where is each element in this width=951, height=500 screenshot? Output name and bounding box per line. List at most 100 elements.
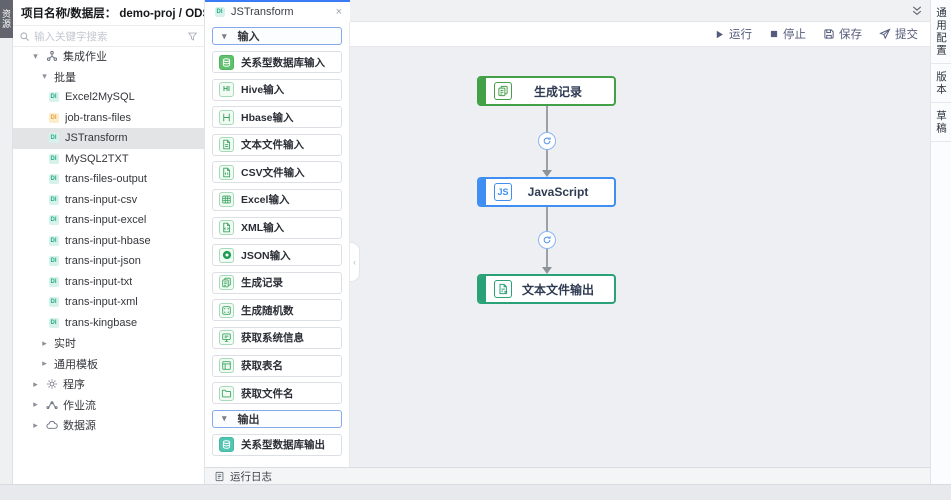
pal-db-icon (219, 437, 234, 453)
save-button[interactable]: 保存 (823, 26, 862, 42)
pal-sysinfo-icon (219, 330, 234, 346)
palette-item[interactable]: 关系型数据库输出 (212, 433, 342, 456)
tab-close-icon[interactable]: × (335, 5, 342, 18)
tree-caret-icon: ▸ (33, 399, 38, 410)
tree-item-trans-files-output[interactable]: DI trans-files-output (13, 169, 204, 190)
tree-item-label: 数据源 (63, 420, 96, 433)
tree-item-trans-input-json[interactable]: DI trans-input-json (13, 251, 204, 272)
tree-group-job-flows[interactable]: ▸ 作业流 (13, 395, 204, 416)
pal-tablename-icon (219, 358, 234, 374)
tree-item-trans-input-hbase[interactable]: DI trans-input-hbase (13, 231, 204, 252)
badge-teal-icon: DI (48, 153, 59, 164)
palette-item[interactable]: 文本文件输入 (212, 133, 342, 156)
tree-item-trans-input-csv[interactable]: DI trans-input-csv (13, 190, 204, 211)
tree-item-label: 实时 (54, 338, 76, 351)
palette-item[interactable]: 生成随机数 (212, 299, 342, 322)
tree-group-programs[interactable]: ▸ 程序 (13, 374, 204, 395)
badge-teal-icon: DI (48, 297, 59, 308)
tree-item-trans-input-txt[interactable]: DI trans-input-txt (13, 272, 204, 293)
resources-rail-tab[interactable]: 资源 (0, 0, 13, 38)
tree-item-label: 程序 (63, 379, 85, 392)
badge-teal-icon: DI (48, 256, 59, 267)
tab-jstransform[interactable]: DI JSTransform × (205, 0, 350, 22)
tree-group-batch[interactable]: ▾ 批量 (13, 67, 204, 88)
right-rail-tab-label: 通用配置 (935, 7, 948, 57)
tree-item-excel2mysql[interactable]: DI Excel2MySQL (13, 87, 204, 108)
hop-badge-icon[interactable] (537, 231, 556, 249)
badge-teal-icon: DI (48, 194, 59, 205)
node-doc-copy-icon (494, 82, 512, 100)
search-input[interactable]: 输入关键字搜索 (13, 26, 204, 47)
node-text-file-output[interactable]: 文本文件输出 (477, 274, 616, 304)
palette-item[interactable]: 关系型数据库输入 (212, 51, 342, 73)
tree-item-jstransform[interactable]: DI JSTransform (13, 128, 204, 149)
tree-group-realtime[interactable]: ▸ 实时 (13, 333, 204, 354)
palette-item-label: 获取表名 (241, 360, 283, 373)
palette-item[interactable]: HI Hive输入 (212, 78, 342, 101)
tree-item-mysql2txt[interactable]: DI MySQL2TXT (13, 149, 204, 170)
sidebar: 项目名称/数据层： demo-proj / ODS 输入关键字搜索 ▾ 集成作业… (13, 0, 205, 484)
toolbar-button-label: 提交 (895, 29, 918, 41)
tree-item-label: trans-input-excel (65, 214, 147, 227)
tree-item-trans-kingbase[interactable]: DI trans-kingbase (13, 313, 204, 334)
tree-group-data-sources[interactable]: ▸ 数据源 (13, 415, 204, 436)
submit-button[interactable]: 提交 (879, 26, 918, 42)
badge-teal-icon: DI (48, 317, 59, 328)
tree-item-trans-input-excel[interactable]: DI trans-input-excel (13, 210, 204, 231)
step-palette: ▾ 输入 关系型数据库输入 HI Hive输入 Hbase输入 文本文件输入 (205, 22, 350, 467)
palette-item-label: XML输入 (241, 222, 285, 235)
palette-item[interactable]: XML输入 (212, 216, 342, 239)
palette-section-input[interactable]: ▾ 输入 (212, 27, 342, 45)
canvas-toolbar: 运行 停止 保存 提交 (350, 22, 930, 47)
badge-teal-icon: DI (48, 92, 59, 103)
palette-item[interactable]: 生成记录 (212, 271, 342, 294)
pal-doc-icon (219, 137, 234, 153)
palette-item[interactable]: 获取表名 (212, 354, 342, 377)
pal-csv-icon (219, 164, 234, 180)
palette-item-label: Hive输入 (241, 84, 285, 97)
palette-item[interactable]: 获取文件名 (212, 382, 342, 405)
palette-section-output[interactable]: ▾ 输出 (212, 409, 342, 428)
tree-caret-icon: ▸ (33, 378, 38, 389)
run-button[interactable]: 运行 (714, 26, 752, 42)
hop-badge-icon[interactable] (537, 132, 556, 150)
job-tree: ▾ 集成作业 ▾ 批量 DI Excel2MySQL DI job-trans-… (13, 46, 204, 484)
tree-item-label: 通用模板 (54, 358, 98, 371)
palette-collapse-handle[interactable]: ‹ (350, 242, 360, 282)
stop-button[interactable]: 停止 (769, 26, 806, 42)
tree-item-label: 作业流 (63, 399, 96, 412)
log-doc-icon (214, 471, 225, 482)
flow-canvas[interactable]: 生成记录 JS JavaScript 文本文件输出 (350, 47, 930, 467)
run-log-bar[interactable]: 运行日志 (205, 467, 930, 484)
tab-draft[interactable]: 草稿 (931, 103, 951, 142)
palette-item[interactable]: Excel输入 (212, 188, 342, 211)
tab-version[interactable]: 版本 (931, 64, 951, 103)
pal-hive-icon: HI (219, 82, 234, 98)
palette-item[interactable]: 获取系统信息 (212, 326, 342, 349)
tree-caret-icon: ▾ (33, 50, 38, 61)
gear-icon (45, 378, 58, 391)
node-js-icon: JS (494, 183, 512, 201)
node-label: JavaScript (527, 185, 589, 199)
right-rail: 通用配置 版本 草稿 (930, 0, 951, 484)
node-generate-records[interactable]: 生成记录 (477, 76, 616, 106)
double-chevron-down-icon[interactable] (911, 5, 923, 17)
tree-item-label: trans-input-json (65, 255, 141, 268)
tree-item-label: 集成作业 (63, 51, 107, 64)
tree-item-job-trans-files[interactable]: DI job-trans-files (13, 108, 204, 129)
palette-item-label: CSV文件输入 (241, 166, 305, 179)
palette-item-label: 获取文件名 (241, 387, 294, 400)
tree-group-common-templates[interactable]: ▸ 通用模板 (13, 354, 204, 375)
tree-item-trans-input-xml[interactable]: DI trans-input-xml (13, 292, 204, 313)
tree-item-label: trans-input-hbase (65, 234, 151, 247)
funnel-icon[interactable] (187, 31, 198, 42)
tree-group-integration-jobs[interactable]: ▾ 集成作业 (13, 46, 204, 67)
search-icon (19, 31, 30, 42)
pal-excel-icon (219, 192, 234, 208)
palette-item[interactable]: JSON输入 (212, 244, 342, 267)
tab-general-config[interactable]: 通用配置 (931, 0, 951, 64)
node-javascript[interactable]: JS JavaScript (477, 177, 616, 207)
badge-teal-icon: DI (48, 133, 59, 144)
palette-item[interactable]: CSV文件输入 (212, 161, 342, 184)
palette-item[interactable]: Hbase输入 (212, 106, 342, 129)
